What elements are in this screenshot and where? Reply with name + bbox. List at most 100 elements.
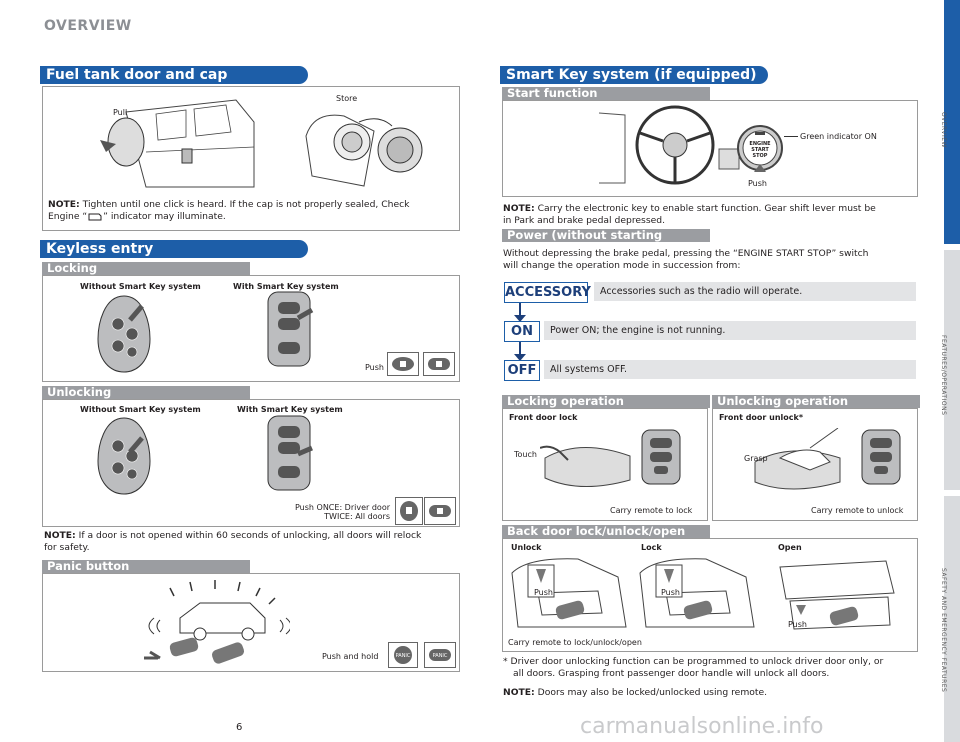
backdoor-open-label: Open bbox=[778, 543, 802, 552]
footnote-line2: all doors. Grasping front passenger door… bbox=[513, 668, 830, 679]
unlocking-without-label: Without Smart Key system bbox=[80, 405, 201, 414]
unlocking-subbanner: Unlocking bbox=[42, 386, 250, 399]
keyless-note-label: NOTE: bbox=[44, 530, 76, 541]
unlocking-with-label: With Smart Key system bbox=[237, 405, 343, 414]
start-note: NOTE: Carry the electronic key to enable… bbox=[503, 203, 917, 227]
keyless-banner: Keyless entry bbox=[40, 240, 308, 258]
backdoor-open-push: Push bbox=[788, 620, 807, 629]
page-number: 6 bbox=[236, 722, 243, 733]
door-handle-lock-illustration bbox=[540, 445, 631, 487]
tab-label-safety: SAFETY AND EMERGENCY FEATURES bbox=[940, 567, 947, 693]
power-text-line2: will change the operation mode in succes… bbox=[503, 260, 741, 271]
backdoor-box bbox=[502, 538, 918, 652]
carry-lock-label: Carry remote to lock bbox=[610, 506, 693, 515]
keyless-note-line1: If a door is not opened within 60 second… bbox=[78, 530, 422, 541]
backdoor-lock-label: Lock bbox=[641, 543, 662, 552]
power-text: Without depressing the brake pedal, pres… bbox=[503, 248, 917, 272]
start-note-line1: Carry the electronic key to enable start… bbox=[537, 203, 876, 214]
locking-subbanner: Locking bbox=[42, 262, 250, 275]
smartkey-banner: Smart Key system (if equipped) bbox=[500, 66, 768, 84]
engine-start-button-icon[interactable]: ENGINE START STOP bbox=[736, 124, 784, 172]
footnote-line1: * Driver door unlocking function can be … bbox=[503, 656, 884, 667]
arrow-down-icon bbox=[514, 303, 526, 322]
touch-label: Touch bbox=[514, 450, 537, 459]
unlock-smart-button-icon bbox=[424, 497, 456, 525]
backdoor-unlock-push: Push bbox=[534, 588, 553, 597]
fuel-cap-illustration bbox=[305, 114, 423, 187]
smart-key-lock-op-illustration bbox=[641, 429, 681, 485]
fuel-note-line1: Tighten until one click is heard. If the… bbox=[82, 199, 410, 210]
start-button-text-3: STOP bbox=[753, 153, 768, 159]
fuel-door-illustration bbox=[86, 92, 258, 190]
locking-op-subbanner: Locking operation bbox=[502, 395, 710, 408]
mode-off-desc: All systems OFF. bbox=[544, 360, 916, 379]
panic-button-icon: PANIC bbox=[388, 642, 418, 668]
front-door-unlock-label: Front door unlock* bbox=[719, 413, 804, 422]
panic-smart-button-icon: PANIC bbox=[424, 642, 456, 668]
keyless-note-line2: for safety. bbox=[44, 542, 90, 553]
watermark: carmanualsonline.info bbox=[580, 714, 824, 739]
fuel-note-line2b: ” indicator may illuminate. bbox=[103, 211, 226, 222]
tab-overview[interactable] bbox=[944, 0, 960, 244]
start-button-text-2: START bbox=[751, 147, 769, 153]
tab-safety[interactable] bbox=[944, 496, 960, 742]
locking-push-label: Push bbox=[365, 363, 384, 372]
mode-accessory: ACCESSORY bbox=[504, 282, 591, 303]
fuel-note-label: NOTE: bbox=[48, 199, 80, 210]
unlock-push-line1: Push ONCE: Driver door bbox=[294, 503, 390, 512]
start-note-label: NOTE: bbox=[503, 203, 535, 214]
door-handle-unlock-illustration bbox=[754, 428, 841, 490]
smart-key-unlock-op-illustration bbox=[861, 429, 901, 485]
fuel-note: NOTE: Tighten until one click is heard. … bbox=[48, 199, 458, 223]
backdoor-lock-push: Push bbox=[661, 588, 680, 597]
tab-features-operations[interactable] bbox=[944, 250, 960, 490]
mode-accessory-desc: Accessories such as the radio will opera… bbox=[594, 282, 916, 301]
note-remote-label: NOTE: bbox=[503, 687, 535, 698]
svg-text:PANIC: PANIC bbox=[433, 653, 448, 659]
backdoor-subbanner: Back door lock/unlock/open bbox=[502, 525, 710, 538]
power-subbanner: Power (without starting engine) bbox=[502, 229, 710, 255]
start-button-text-1: ENGINE bbox=[749, 141, 771, 147]
footnote: * Driver door unlocking function can be … bbox=[503, 656, 917, 680]
unlock-button-icon bbox=[395, 497, 423, 525]
svg-text:PANIC: PANIC bbox=[396, 653, 411, 659]
unlocking-op-subbanner: Unlocking operation bbox=[712, 395, 920, 408]
locking-without-label: Without Smart Key system bbox=[80, 282, 201, 291]
start-note-line2: in Park and brake pedal depressed. bbox=[503, 215, 666, 226]
note-remote-text: Doors may also be locked/unlocked using … bbox=[537, 687, 768, 698]
backdoor-carry-label: Carry remote to lock/unlock/open bbox=[508, 638, 642, 647]
lock-button-icon bbox=[387, 352, 419, 376]
smart-key-illustration bbox=[267, 291, 314, 367]
backdoor-unlock-label: Unlock bbox=[511, 543, 542, 552]
mode-off: OFF bbox=[504, 360, 540, 381]
backdoor-lock-illustration bbox=[639, 558, 755, 628]
front-door-lock-label: Front door lock bbox=[509, 413, 578, 422]
start-push-label: Push bbox=[748, 179, 767, 188]
store-label: Store bbox=[336, 94, 358, 103]
start-subbanner: Start function bbox=[502, 87, 710, 100]
tab-label-features: FEATURES/OPERATIONS bbox=[940, 334, 947, 416]
grasp-label: Grasp bbox=[744, 454, 768, 463]
fuel-banner: Fuel tank door and cap bbox=[40, 66, 308, 84]
smart-key-unlock-illustration bbox=[267, 415, 313, 491]
unlocking-push-text: Push ONCE: Driver door TWICE: All doors bbox=[286, 503, 390, 521]
green-indicator-label: Green indicator ON bbox=[800, 132, 877, 141]
lock-smart-button-icon bbox=[423, 352, 455, 376]
key-fob-illustration bbox=[97, 295, 151, 373]
panic-subbanner: Panic button bbox=[42, 560, 250, 573]
mode-on: ON bbox=[504, 321, 540, 342]
fuel-note-line2a: Engine “ bbox=[48, 211, 88, 222]
green-indicator-leader bbox=[784, 136, 798, 137]
check-engine-icon bbox=[87, 212, 103, 222]
backdoor-unlock-illustration bbox=[511, 558, 627, 628]
key-fob-unlock-illustration bbox=[97, 417, 151, 495]
tab-label-overview: OVERVIEW bbox=[940, 112, 947, 148]
pull-label: Pull bbox=[113, 108, 128, 117]
note-remote: NOTE: Doors may also be locked/unlocked … bbox=[503, 687, 917, 699]
carry-unlock-label: Carry remote to unlock bbox=[811, 506, 904, 515]
arrow-down-icon-2 bbox=[514, 342, 526, 361]
panic-label: Push and hold bbox=[322, 652, 379, 661]
backdoor-open-illustration bbox=[779, 560, 895, 630]
unlock-push-line2: TWICE: All doors bbox=[324, 512, 390, 521]
power-text-line1: Without depressing the brake pedal, pres… bbox=[503, 248, 869, 259]
